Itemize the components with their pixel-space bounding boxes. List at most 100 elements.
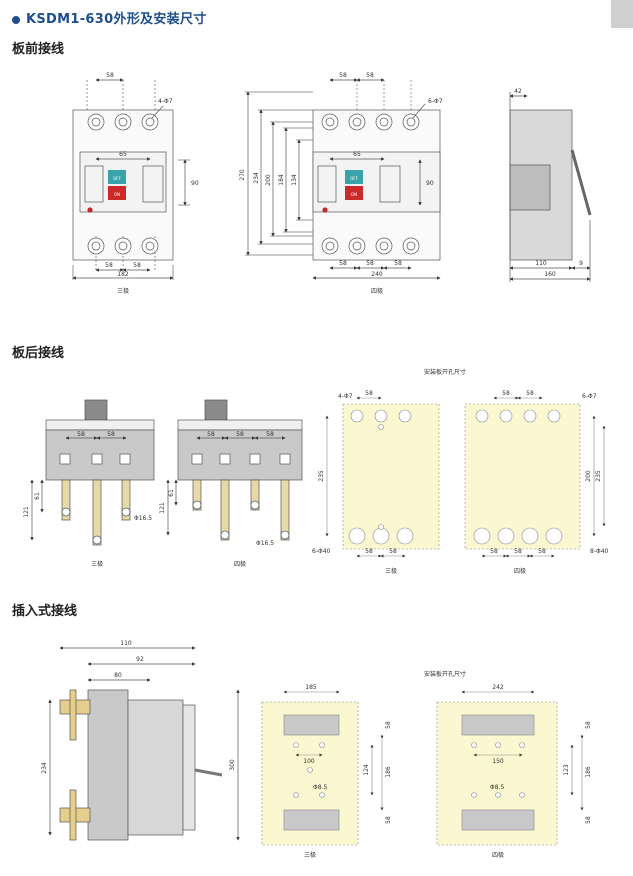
front4-dim-58-d: 58 xyxy=(366,260,374,267)
panel3-caption: 三极 xyxy=(385,567,397,575)
rear4-hole: Φ16.5 xyxy=(256,540,274,547)
bullet-icon xyxy=(12,15,20,24)
plugin-dim-80: 80 xyxy=(114,672,122,679)
rear-3pole-drawing xyxy=(30,399,155,546)
front3-dim-58-b: 58 xyxy=(105,262,113,269)
panel3-dim-58: 58 xyxy=(365,390,373,397)
off-label: OFF xyxy=(113,176,121,181)
plug3-dim-186: 186 xyxy=(385,766,392,778)
front-3pole-drawing xyxy=(72,78,190,280)
section-plugin-wiring: 插入式接线 xyxy=(12,604,78,619)
rear3-caption: 三极 xyxy=(91,560,103,568)
on-label: ON xyxy=(114,192,120,197)
rear3-hole: Φ16.5 xyxy=(134,515,152,522)
panel3-dim-58-c: 58 xyxy=(389,548,397,555)
panel4-large-hole: 8-Φ40 xyxy=(590,548,609,555)
side-dim-9: 9 xyxy=(579,260,583,267)
rear4-dim-61: 61 xyxy=(168,489,175,497)
on-label-4p: ON xyxy=(351,192,357,197)
side-dim-42: 42 xyxy=(514,88,522,95)
plug4-dim-58-bot: 58 xyxy=(585,816,592,824)
panel4-dim-200: 200 xyxy=(585,470,592,482)
rear-4pole-drawing xyxy=(166,399,303,541)
side-dim-110: 110 xyxy=(535,260,547,267)
plug3-hole: Φ8.5 xyxy=(313,784,327,791)
front4-dim-200: 200 xyxy=(265,174,272,186)
rear4-caption: 四极 xyxy=(234,560,246,568)
section-rear-wiring: 板后接线 xyxy=(12,346,65,361)
front3-caption: 三极 xyxy=(117,287,129,295)
plugin-dim-300: 300 xyxy=(229,759,236,771)
plugin-side-view xyxy=(48,646,240,841)
front4-dim-58-a: 58 xyxy=(339,72,347,79)
plug4-hole: Φ8.5 xyxy=(490,784,504,791)
off-button xyxy=(108,170,126,184)
front3-hole-note: 4-Φ7 xyxy=(158,98,173,105)
plug4-dim-58-top: 58 xyxy=(585,721,592,729)
front4-dim-58-e: 58 xyxy=(394,260,402,267)
panel4-dim-58-e: 58 xyxy=(538,548,546,555)
panel4-dim-235: 235 xyxy=(595,470,602,482)
page-title: KSDM1-630外形及安装尺寸 xyxy=(12,8,207,27)
front4-dim-234: 234 xyxy=(253,172,260,184)
front4-dim-90: 90 xyxy=(426,180,434,187)
section-front-wiring: 板前接线 xyxy=(12,42,65,57)
plug3-caption: 三极 xyxy=(304,851,316,859)
plug3-dim-58-bot: 58 xyxy=(385,816,392,824)
plugin-panel-title: 安装板开孔尺寸 xyxy=(424,670,466,678)
rear4-dim-58-c: 58 xyxy=(266,431,274,438)
rear3-dim-121: 121 xyxy=(23,506,30,518)
panel3-large-hole: 6-Φ40 xyxy=(312,548,331,555)
front4-dim-184: 184 xyxy=(278,174,285,186)
rear4-dim-121: 121 xyxy=(159,502,166,514)
front-4pole-drawing xyxy=(245,78,441,280)
side-dim-160: 160 xyxy=(544,271,556,278)
front4-dim-134: 134 xyxy=(291,174,298,186)
panel3-dim-235: 235 xyxy=(318,470,325,482)
plugin-panel-4pole xyxy=(436,690,584,846)
front4-hole-note: 6-Φ7 xyxy=(428,98,443,105)
plug4-dim-150: 150 xyxy=(492,758,504,765)
plug3-dim-58-top: 58 xyxy=(385,721,392,729)
rear3-dim-58-b: 58 xyxy=(107,431,115,438)
rear4-dim-58-a: 58 xyxy=(207,431,215,438)
front4-caption: 四极 xyxy=(371,287,383,295)
front4-dim-270: 270 xyxy=(239,169,246,181)
on-button-4p xyxy=(345,186,363,200)
rear4-dim-58-b: 58 xyxy=(236,431,244,438)
front4-dim-58-b: 58 xyxy=(366,72,374,79)
panel4-dim-58-a: 58 xyxy=(502,390,510,397)
plug4-dim-123: 123 xyxy=(563,764,570,776)
panel3-dim-58-b: 58 xyxy=(365,548,373,555)
on-button xyxy=(108,186,126,200)
plugin-dim-234: 234 xyxy=(41,762,48,774)
panel4-hole-note: 6-Φ7 xyxy=(582,393,597,400)
front3-dim-90: 90 xyxy=(191,180,199,187)
rear-panel-4pole xyxy=(464,396,606,558)
panel4-dim-58-c: 58 xyxy=(490,548,498,555)
plugin-panel-3pole xyxy=(261,690,384,846)
front3-dim-65: 65 xyxy=(119,151,127,158)
plug3-dim-185: 185 xyxy=(305,684,317,691)
panel3-hole-note: 4-Φ7 xyxy=(338,393,353,400)
page-title-text: KSDM1-630外形及安装尺寸 xyxy=(26,12,207,27)
plug4-caption: 四极 xyxy=(492,851,504,859)
front4-dim-240: 240 xyxy=(371,271,383,278)
rear-panel-title: 安装板开孔尺寸 xyxy=(424,368,466,376)
page-edge-tab xyxy=(611,0,633,28)
front-side-view xyxy=(509,92,592,282)
plug3-dim-100: 100 xyxy=(303,758,315,765)
front4-dim-65: 65 xyxy=(353,151,361,158)
front3-dim-58-c: 58 xyxy=(133,262,141,269)
off-button-4p xyxy=(345,170,363,184)
plug3-dim-124: 124 xyxy=(363,764,370,776)
rear3-dim-61: 61 xyxy=(34,492,41,500)
front3-dim-58: 58 xyxy=(106,72,114,79)
plug4-dim-186: 186 xyxy=(585,766,592,778)
front3-dim-182: 182 xyxy=(117,271,129,278)
panel4-dim-58-b: 58 xyxy=(526,390,534,397)
front4-dim-58-c: 58 xyxy=(339,260,347,267)
plugin-dim-110: 110 xyxy=(120,640,132,647)
panel4-caption: 四极 xyxy=(514,567,526,575)
